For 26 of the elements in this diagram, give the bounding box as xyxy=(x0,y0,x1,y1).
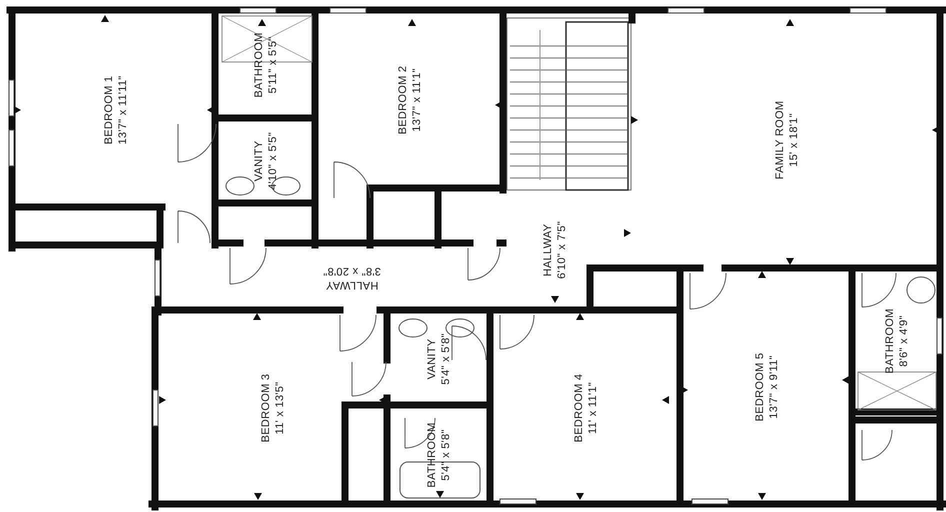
room-dimensions: 11' x 11'1" xyxy=(586,381,600,436)
room-name: BEDROOM 2 xyxy=(396,66,410,134)
room-name: BEDROOM 1 xyxy=(102,75,116,144)
room-name: FAMILY ROOM xyxy=(773,100,787,180)
room-name: BEDROOM 5 xyxy=(753,352,767,422)
room-dimensions: 13'7" x 11'11" xyxy=(116,75,130,144)
room-dimensions: 3'8" x 20'8" xyxy=(323,264,381,278)
room-dimensions: 15' x 18'1" xyxy=(787,112,801,169)
room-name: HALLWAY xyxy=(541,222,555,278)
room-dimensions: 4'10" x 5'5" xyxy=(266,132,280,190)
room-name: VANITY xyxy=(252,140,266,184)
room-name: HALLWAY xyxy=(324,278,380,292)
room-name: VANITY xyxy=(425,338,439,382)
room-dimensions: 8'6" x 4'9" xyxy=(897,314,911,369)
room-dimensions: 13'7" x 11'1" xyxy=(410,67,424,134)
room-name: BEDROOM 4 xyxy=(572,374,586,442)
room-dimensions: 5'4" x 5'8" xyxy=(439,333,453,385)
room-name: BATHROOM xyxy=(425,422,439,488)
room-dimensions: 6'10" x 7'5" xyxy=(555,221,569,279)
room-name: BATHROOM xyxy=(883,308,897,374)
room-dimensions: 13'7" x 9'11" xyxy=(767,354,781,421)
room-name: BEDROOM 3 xyxy=(258,374,272,442)
room-dimensions: 5'11" x 5'5" xyxy=(266,36,280,96)
room-name: BATHROOM xyxy=(252,32,266,98)
room-dimensions: 5'4" x 5'8" xyxy=(439,428,453,483)
room-dimensions: 11' x 13'5" xyxy=(272,380,286,436)
